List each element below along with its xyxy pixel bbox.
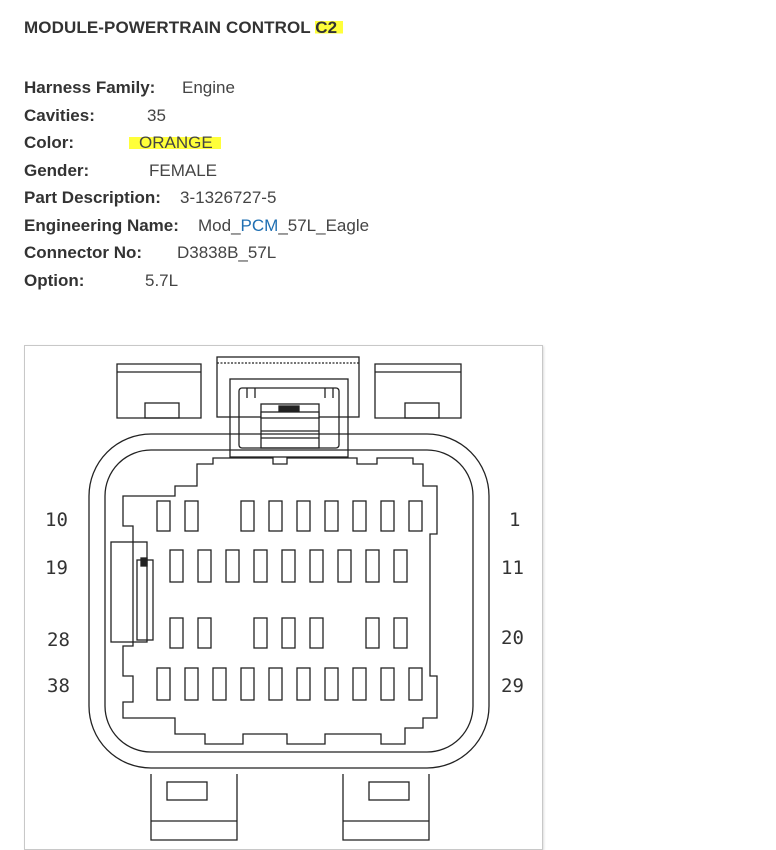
pin-labels: 10 19 28 38 1 11 20 29 xyxy=(45,509,524,697)
pin-cavity xyxy=(365,617,380,649)
pin-cavity xyxy=(169,617,184,649)
spec-value: D3838B_57L xyxy=(177,243,277,262)
outer-housing xyxy=(88,433,490,769)
pcm-link[interactable]: PCM xyxy=(240,215,279,235)
connector-specs: Harness Family: Engine Cavities: 35 Colo… xyxy=(24,74,369,295)
spec-label: Connector No: xyxy=(24,243,143,262)
pin-cavity xyxy=(197,617,212,649)
top-left-ear xyxy=(116,363,202,419)
pin-cavity xyxy=(337,549,352,583)
pin-label-38: 38 xyxy=(47,675,70,697)
bottom-right-tab xyxy=(342,774,430,841)
pin-cavity xyxy=(212,667,227,701)
pin-cavity xyxy=(253,549,268,583)
spec-gender: Gender: FEMALE xyxy=(24,157,217,185)
side-tab xyxy=(110,541,148,643)
page-title: MODULE-POWERTRAIN CONTROL C2 xyxy=(24,18,344,38)
pin-cavity xyxy=(197,549,212,583)
bottom-left-tab xyxy=(150,774,238,841)
pin-cavity xyxy=(309,617,324,649)
pin-cavity xyxy=(365,549,380,583)
spec-value: Engine xyxy=(182,78,235,97)
pin-label-10: 10 xyxy=(45,509,68,531)
title-text: MODULE-POWERTRAIN CONTROL xyxy=(24,18,316,37)
pin-cavity xyxy=(184,500,199,532)
pin-cavity xyxy=(253,617,268,649)
connector-face-drawing: 10 19 28 38 1 11 20 29 xyxy=(45,356,524,841)
pin-cavity xyxy=(169,549,184,583)
pin-label-29: 29 xyxy=(501,675,524,697)
latch-housing xyxy=(229,378,349,458)
pin-cavity xyxy=(281,549,296,583)
pin-label-1: 1 xyxy=(509,509,520,531)
spec-option: Option: 5.7L xyxy=(24,267,179,295)
spec-label: Engineering Name: xyxy=(24,215,179,235)
pin-cavity xyxy=(156,500,171,532)
spec-value: ORANGE xyxy=(129,129,221,157)
pin-cavity xyxy=(296,667,311,701)
pin-cavity xyxy=(352,667,367,701)
spec-label: Harness Family: xyxy=(24,78,156,97)
color-highlight: ORANGE xyxy=(129,133,221,152)
pin-cavity xyxy=(408,667,423,701)
spec-part-description: Part Description: 3-1326727-5 xyxy=(24,184,276,212)
spec-label: Cavities: xyxy=(24,105,95,125)
pin-cavity xyxy=(156,667,171,701)
pin-label-11: 11 xyxy=(501,557,524,579)
pin-cavity xyxy=(240,500,255,532)
spec-label: Part Description: xyxy=(24,188,161,207)
spec-label: Option: xyxy=(24,270,85,290)
pin-label-20: 20 xyxy=(501,627,524,649)
spec-label: Gender: xyxy=(24,160,90,180)
pin-cavity xyxy=(380,667,395,701)
pin-label-19: 19 xyxy=(45,557,68,579)
pin-label-28: 28 xyxy=(47,629,70,651)
spec-color: Color: ORANGE xyxy=(24,129,221,157)
pin-cavity xyxy=(268,667,283,701)
top-right-ear xyxy=(374,363,462,419)
pin-cavity xyxy=(352,500,367,532)
pin-cavities xyxy=(156,500,423,701)
pin-cavity xyxy=(225,549,240,583)
pin-cavity xyxy=(408,500,423,532)
pin-cavity xyxy=(184,667,199,701)
pin-cavity xyxy=(240,667,255,701)
pin-cavity xyxy=(380,500,395,532)
spec-value: FEMALE xyxy=(149,160,218,180)
spec-cavities: Cavities: 35 xyxy=(24,102,179,130)
spec-engineering-name: Engineering Name: Mod_PCM_57L_Eagle xyxy=(24,212,369,240)
spec-value: 3-1326727-5 xyxy=(180,188,277,207)
pin-cavity xyxy=(268,500,283,532)
spec-value: Mod_PCM_57L_Eagle xyxy=(198,212,369,240)
pin-cavity xyxy=(281,617,296,649)
title-highlight: C2 xyxy=(315,18,344,37)
pin-cavity xyxy=(393,617,408,649)
spec-value: 5.7L xyxy=(145,270,179,290)
eng-name-suffix: _57L_Eagle xyxy=(278,215,370,235)
eng-name-prefix: Mod_ xyxy=(198,215,241,235)
spec-harness-family: Harness Family: Engine xyxy=(24,74,235,102)
spec-value: 35 xyxy=(147,105,166,125)
pin-cavity xyxy=(324,667,339,701)
spec-connector-no: Connector No: D3838B_57L xyxy=(24,239,276,267)
connector-diagram: 10 19 28 38 1 11 20 29 xyxy=(24,345,543,850)
pin-cavity xyxy=(309,549,324,583)
spec-label: Color: xyxy=(24,133,75,152)
pin-cavity xyxy=(324,500,339,532)
pin-cavity xyxy=(296,500,311,532)
cavity-outline xyxy=(122,457,438,745)
pin-cavity xyxy=(393,549,408,583)
